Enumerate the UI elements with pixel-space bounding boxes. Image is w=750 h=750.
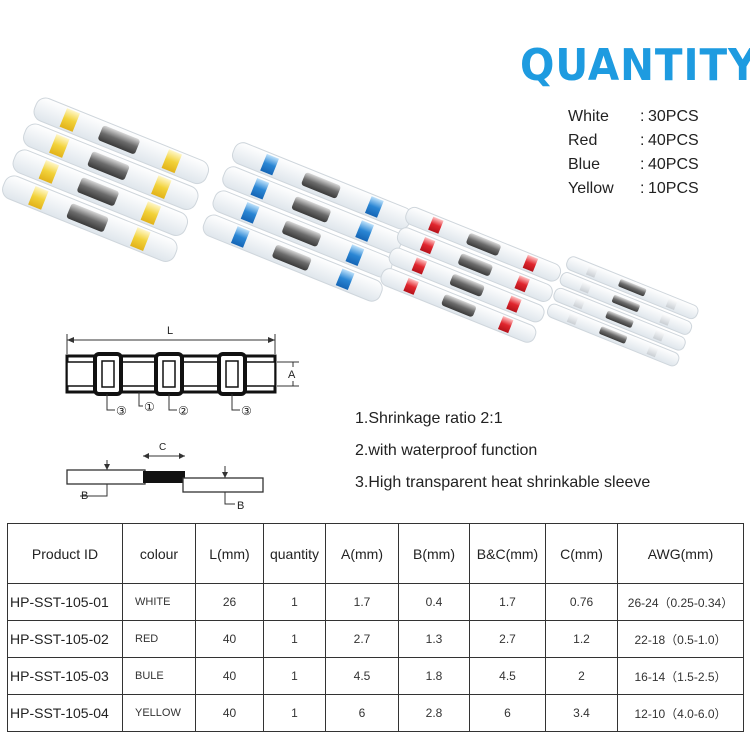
product-photo xyxy=(2,97,699,367)
table-cell: 4.5 xyxy=(325,657,399,695)
table-cell: 2.7 xyxy=(325,620,399,658)
spec-table: Product ID colour L(mm) quantity A(mm) B… xyxy=(7,523,744,732)
table-cell: 1.2 xyxy=(545,620,618,658)
quantity-count: 10PCS xyxy=(648,180,699,197)
diagram-part-2: ② xyxy=(178,404,189,418)
quantity-row-blue: Blue : 40PCS xyxy=(568,156,738,180)
table-row: HP-SST-105-04 YELLOW 40 1 6 2.8 6 3.4 12… xyxy=(7,694,744,732)
diagram-part-1: ① xyxy=(144,400,155,414)
sleeve-diagram: L A ③ ① ② ③ C B B xyxy=(65,325,300,512)
table-row: HP-SST-105-03 BULE 40 1 4.5 1.8 4.5 2 16… xyxy=(7,657,744,695)
table-cell: 16-14（1.5-2.5） xyxy=(617,657,744,695)
table-cell-colour: BULE xyxy=(122,657,196,695)
feature-item: 2.with waterproof function xyxy=(355,442,538,459)
table-row: HP-SST-105-02 RED 40 1 2.7 1.3 2.7 1.2 2… xyxy=(7,620,744,658)
table-cell-product-id: HP-SST-105-04 xyxy=(7,694,123,732)
quantity-color: Red xyxy=(568,132,598,149)
diagram-label-a: A xyxy=(288,369,296,381)
white-sleeves xyxy=(546,256,699,367)
table-cell: 2.8 xyxy=(398,694,470,732)
table-cell-product-id: HP-SST-105-03 xyxy=(7,657,123,695)
table-cell: 22-18（0.5-1.0） xyxy=(617,620,744,658)
diagram-label-l: L xyxy=(167,325,173,337)
quantity-color: Blue xyxy=(568,156,601,173)
feature-item: 3.High transparent heat shrinkable sleev… xyxy=(355,474,651,491)
table-cell: 40 xyxy=(195,694,264,732)
quantity-separator: : xyxy=(640,156,645,173)
column-header: L(mm) xyxy=(195,523,264,584)
table-cell-colour: RED xyxy=(122,620,196,658)
table-cell: 2 xyxy=(545,657,618,695)
diagram-part-3-right: ③ xyxy=(241,404,252,418)
column-header: Product ID xyxy=(7,523,123,584)
quantity-row-white: White : 30PCS xyxy=(568,108,738,132)
table-cell-colour: WHITE xyxy=(122,583,196,621)
table-cell: 1.8 xyxy=(398,657,470,695)
table-cell: 1.3 xyxy=(398,620,470,658)
table-header-row: Product ID colour L(mm) quantity A(mm) B… xyxy=(7,523,744,584)
column-header: A(mm) xyxy=(325,523,399,584)
quantity-row-yellow: Yellow : 10PCS xyxy=(568,180,738,204)
quantity-list: White : 30PCS Red : 40PCS Blue : 40PCS Y… xyxy=(568,108,738,204)
table-cell: 6 xyxy=(325,694,399,732)
red-sleeves xyxy=(380,206,562,343)
blue-sleeves xyxy=(202,142,412,302)
table-cell: 40 xyxy=(195,657,264,695)
column-header: AWG(mm) xyxy=(617,523,744,584)
table-cell: 6 xyxy=(469,694,546,732)
feature-item: 1.Shrinkage ratio 2:1 xyxy=(355,410,503,427)
table-cell-product-id: HP-SST-105-02 xyxy=(7,620,123,658)
table-cell-product-id: HP-SST-105-01 xyxy=(7,583,123,621)
column-header: colour xyxy=(122,523,196,584)
table-row: HP-SST-105-01 WHITE 26 1 1.7 0.4 1.7 0.7… xyxy=(7,583,744,621)
column-header: quantity xyxy=(263,523,326,584)
table-cell-colour: YELLOW xyxy=(122,694,196,732)
table-cell: 2.7 xyxy=(469,620,546,658)
table-cell: 26 xyxy=(195,583,264,621)
table-cell: 1.7 xyxy=(325,583,399,621)
table-cell: 4.5 xyxy=(469,657,546,695)
column-header: B&C(mm) xyxy=(469,523,546,584)
quantity-separator: : xyxy=(640,108,645,125)
diagram-part-3-left: ③ xyxy=(116,404,127,418)
table-cell: 12-10（4.0-6.0） xyxy=(617,694,744,732)
quantity-separator: : xyxy=(640,132,645,149)
yellow-sleeves xyxy=(2,97,210,262)
column-header: C(mm) xyxy=(545,523,618,584)
table-cell: 40 xyxy=(195,620,264,658)
table-cell: 0.4 xyxy=(398,583,470,621)
table-cell: 1 xyxy=(263,583,326,621)
quantity-color: Yellow xyxy=(568,180,614,197)
diagram-label-b-right: B xyxy=(237,500,244,512)
table-cell: 1 xyxy=(263,657,326,695)
table-cell: 3.4 xyxy=(545,694,618,732)
quantity-row-red: Red : 40PCS xyxy=(568,132,738,156)
quantity-count: 40PCS xyxy=(648,132,699,149)
diagram-label-c: C xyxy=(159,442,166,453)
table-cell: 1 xyxy=(263,694,326,732)
quantity-color: White xyxy=(568,108,609,125)
table-cell: 1.7 xyxy=(469,583,546,621)
table-cell: 26-24（0.25-0.34） xyxy=(617,583,744,621)
quantity-count: 40PCS xyxy=(648,156,699,173)
table-cell: 1 xyxy=(263,620,326,658)
table-cell: 0.76 xyxy=(545,583,618,621)
column-header: B(mm) xyxy=(398,523,470,584)
quantity-title: QUANTITY xyxy=(520,40,750,91)
feature-list: 1.Shrinkage ratio 2:1 2.with waterproof … xyxy=(355,410,740,506)
diagram-label-b-left: B xyxy=(81,490,88,502)
quantity-separator: : xyxy=(640,180,645,197)
quantity-count: 30PCS xyxy=(648,108,699,125)
